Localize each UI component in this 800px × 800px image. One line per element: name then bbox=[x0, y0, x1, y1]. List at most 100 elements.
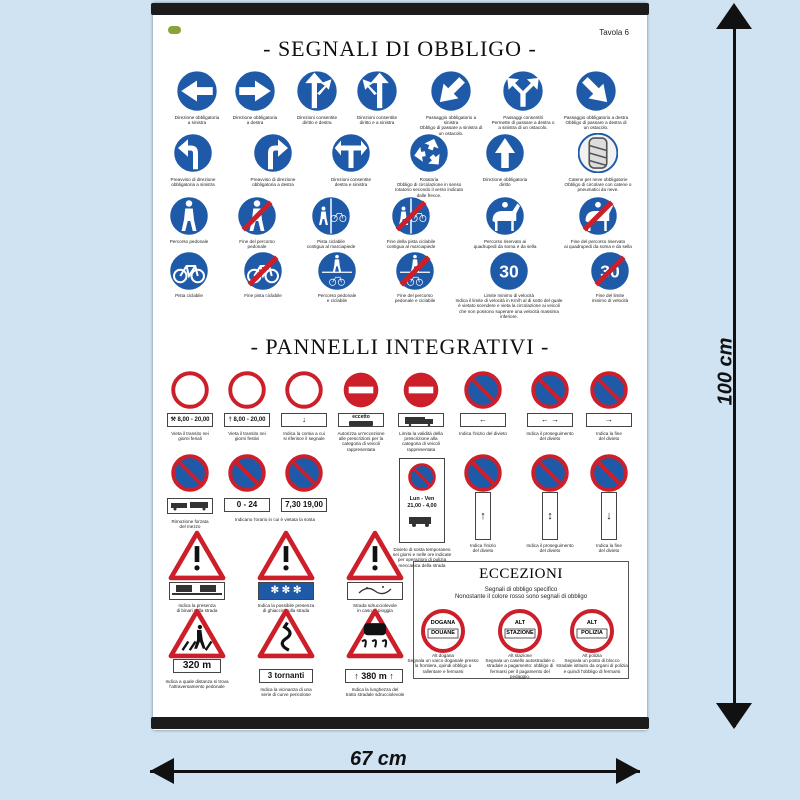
sign-label: Direzioni consentite diritto e destra bbox=[296, 115, 338, 126]
sign-divieto-sosta-icon bbox=[171, 454, 209, 492]
panel-integrativo: → bbox=[586, 413, 632, 427]
poster-top-rod bbox=[151, 3, 649, 15]
sign-label: Pista ciclabile contigua al marciapiede bbox=[306, 239, 356, 250]
alt-sign-bottom-text: POLIZIA bbox=[581, 630, 603, 636]
sign-label: Preavviso di direzione obbligatoria a de… bbox=[250, 177, 296, 188]
panel-integrativo: ← bbox=[460, 413, 506, 427]
sign-label: Preavviso di direzione obbligatoria a si… bbox=[170, 177, 216, 188]
sign-label: Fine del percorso pedonale bbox=[239, 239, 275, 250]
width-arrow-left-icon bbox=[150, 758, 174, 784]
height-label: 100 cm bbox=[714, 337, 737, 406]
sign-obbligo-speed-end-icon: 30 bbox=[590, 251, 630, 291]
eccezioni-subtitle: Segnali di obbligo specifico Nonostante … bbox=[454, 587, 588, 600]
sign-obbligo-diagright-icon bbox=[575, 70, 617, 112]
sign-divieto-ring-icon bbox=[228, 371, 266, 409]
sign-label: Percorso riservato ai quadrupedi da soma… bbox=[473, 239, 537, 250]
panel-label: Vieta il transito nei giorni festivi bbox=[228, 431, 266, 442]
panel-label: Indica la fine del divieto bbox=[596, 543, 622, 554]
sign-label: Direzioni consentite destra e sinistra bbox=[330, 177, 372, 188]
sign-divieto-noentry-icon bbox=[402, 371, 440, 409]
sign-divieto-nopark-icon bbox=[590, 371, 628, 409]
eccezioni-label: Alt dogana Segnala un varco doganale pre… bbox=[407, 653, 479, 674]
panel-integrativo: ← → bbox=[527, 413, 573, 427]
sign-label: Percorso pedonale bbox=[169, 239, 209, 244]
panel-label: Indica l'inizio del divieto bbox=[459, 431, 507, 436]
sign-obbligo-roundabout-icon bbox=[409, 133, 449, 173]
panel-integrativo: ⚒ 8,00 - 20,00 bbox=[167, 413, 213, 427]
sign-strada-sdrucciolevole-icon bbox=[346, 608, 404, 659]
sign-label: Fine del percorso pedonale e ciclabile bbox=[394, 293, 436, 304]
height-arrow-up-icon bbox=[716, 3, 752, 29]
sign-obbligo-bikeped_stack-icon bbox=[317, 251, 357, 291]
alt-sign-top-text: ALT bbox=[586, 620, 598, 626]
sign-obbligo-straightleft-icon bbox=[356, 70, 398, 112]
title-pannelli-integrativi: - PANNELLI INTEGRATIVI - bbox=[250, 334, 550, 359]
sign-label: Rotatoria Obbligo di circolazione in sen… bbox=[394, 177, 464, 198]
alt-sign-bottom-text: STAZIONE bbox=[506, 630, 534, 636]
eccezioni-label: Alt stazione Segnala un casello autostra… bbox=[485, 653, 555, 679]
sign-divieto-sosta-icon bbox=[228, 454, 266, 492]
panel-integrativo: eccetto bbox=[338, 413, 384, 427]
panel-freccia: ↑ bbox=[475, 492, 491, 540]
sign-label: Passaggio obbligatorio a destra Obbligo … bbox=[563, 115, 629, 131]
panel-freccia: ↓ bbox=[601, 492, 617, 540]
sign-divieto-ring-icon bbox=[171, 371, 209, 409]
sign-obbligo-bikeped-end-icon bbox=[391, 196, 431, 236]
panel-integrativo bbox=[398, 413, 444, 427]
sign-obbligo-diagleft-icon bbox=[430, 70, 472, 112]
panel-label: Indica la vicinanza di una serie di curv… bbox=[260, 687, 312, 698]
sign-obbligo-curveleft-icon bbox=[173, 133, 213, 173]
sign-obbligo-ped-icon bbox=[169, 196, 209, 236]
panel-pulizia-strada: Lun - Ven 21,00 - 4,00 bbox=[399, 458, 445, 543]
panel-label: Indicano l'orario in cui è vietata la so… bbox=[234, 517, 316, 522]
sign-obbligo-left-icon bbox=[176, 70, 218, 112]
panel-orario: 7,30 19,00 bbox=[281, 498, 327, 512]
panel-label: Indica il proseguimento del divieto bbox=[526, 543, 574, 554]
sign-obbligo-straight-icon bbox=[485, 133, 525, 173]
sign-obbligo-right-icon bbox=[234, 70, 276, 112]
sign-obbligo-fork-icon bbox=[502, 70, 544, 112]
sign-label: Pista ciclabile bbox=[175, 293, 203, 298]
alt-sign-bottom-text: DOUANE bbox=[431, 630, 455, 636]
sign-obbligo-bike-end-icon bbox=[243, 251, 283, 291]
sign-divieto-noentry-icon bbox=[342, 371, 380, 409]
title-segnali-obbligo: - SEGNALI DI OBBLIGO - bbox=[263, 36, 537, 61]
sign-label: Direzione obbligatoria a sinistra bbox=[174, 115, 220, 126]
sign-obbligo-bikeped-icon bbox=[311, 196, 351, 236]
svg-text:30: 30 bbox=[499, 261, 519, 281]
sign-divieto-sosta-icon bbox=[464, 454, 502, 492]
eccezioni-title: ECCEZIONI bbox=[479, 566, 563, 582]
sign-obbligo-ped-end-icon bbox=[237, 196, 277, 236]
sign-divieto-nopark-icon bbox=[531, 371, 569, 409]
sign-obbligo-leftright-icon bbox=[331, 133, 371, 173]
width-dimension-line bbox=[150, 770, 640, 773]
alt-sign-top-text: ALT bbox=[514, 620, 526, 626]
sign-attraversamento-pedonale-icon bbox=[168, 608, 226, 659]
panel-label: Indica l'inizio del divieto bbox=[470, 543, 496, 554]
sign-obbligo-bike-icon bbox=[169, 251, 209, 291]
sign-label: Catene per neve obbligatorie Obbligo di … bbox=[564, 177, 632, 193]
sign-obbligo-chains-icon bbox=[578, 133, 618, 173]
panel-label: Indica la fine del divieto bbox=[596, 431, 622, 442]
panel-label: Indica a quale distanza si trova l'attra… bbox=[165, 679, 229, 690]
sign-label: Fine del limite minimo di velocità bbox=[591, 293, 629, 304]
panel-pioggia bbox=[347, 582, 403, 600]
width-arrow-right-icon bbox=[616, 758, 640, 784]
panel-label: Limita la validità della prescrizione al… bbox=[399, 431, 443, 452]
panel-integrativo: † 8,00 - 20,00 bbox=[224, 413, 270, 427]
sign-obbligo-horse-icon bbox=[485, 196, 525, 236]
sign-pericolo-generico-icon bbox=[168, 530, 226, 581]
sign-label: Direzioni consentite diritto e a sinistr… bbox=[356, 115, 398, 126]
poster-bottom-rod bbox=[151, 717, 649, 729]
sign-divieto-sosta-icon bbox=[285, 454, 323, 492]
publisher-logo bbox=[168, 26, 181, 34]
sign-obbligo-bikeped_stack-end-icon bbox=[395, 251, 435, 291]
panel-orario: 0 - 24 bbox=[224, 498, 270, 512]
panel-pulizia-text: Lun - Ven 21,00 - 4,00 bbox=[407, 496, 437, 509]
sign-divieto-ring-icon bbox=[285, 371, 323, 409]
sign-label: Direzione obbligatoria diritto bbox=[482, 177, 528, 188]
panel-integrativo: ↓ bbox=[281, 413, 327, 427]
sign-obbligo-straightright-icon bbox=[296, 70, 338, 112]
panel-tornanti: 3 tornanti bbox=[259, 669, 313, 683]
